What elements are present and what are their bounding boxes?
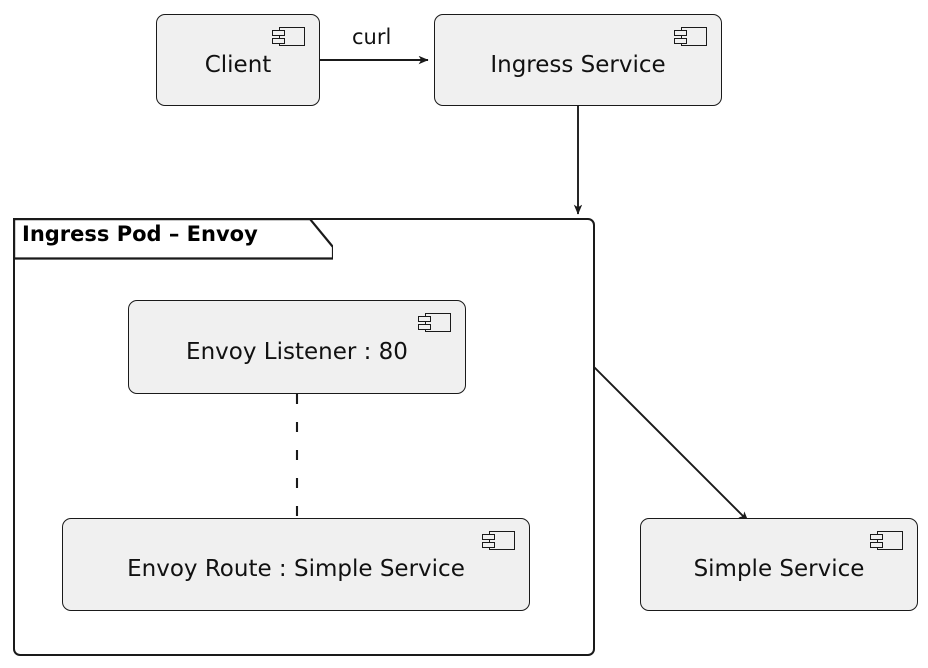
component-client[interactable]: Client <box>156 14 320 106</box>
component-label-ingress-service: Ingress Service <box>490 51 666 78</box>
component-label-client: Client <box>204 51 272 78</box>
uml-component-icon <box>272 26 306 48</box>
connector-label-curl: curl <box>352 25 392 49</box>
component-label-envoy-listener: Envoy Listener : 80 <box>186 338 408 365</box>
component-envoy-route[interactable]: Envoy Route : Simple Service <box>62 518 530 611</box>
package-tab-shape <box>13 218 333 260</box>
uml-component-icon <box>482 530 516 552</box>
component-ingress-service[interactable]: Ingress Service <box>434 14 722 106</box>
connector-pod-to-simple-service <box>593 366 749 522</box>
component-simple-service[interactable]: Simple Service <box>640 518 918 611</box>
uml-component-icon <box>870 530 904 552</box>
component-envoy-listener[interactable]: Envoy Listener : 80 <box>128 300 466 394</box>
uml-component-icon <box>418 312 452 334</box>
package-tab <box>13 218 333 260</box>
package-label-ingress-pod: Ingress Pod – Envoy <box>22 222 258 246</box>
uml-component-icon <box>674 26 708 48</box>
component-label-simple-service: Simple Service <box>693 556 865 582</box>
component-label-envoy-route: Envoy Route : Simple Service <box>127 556 465 582</box>
